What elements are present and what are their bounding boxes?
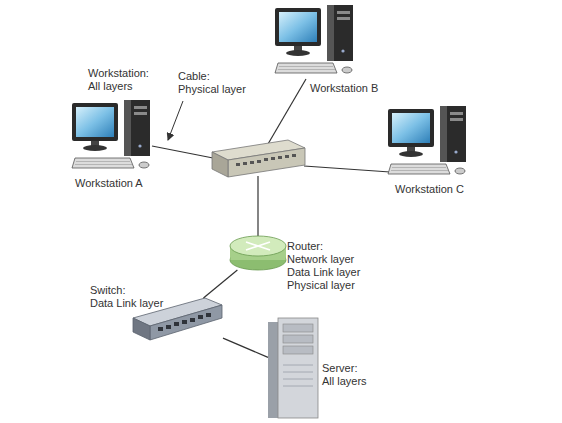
cable-line [304, 166, 390, 172]
workstation-icon [72, 100, 150, 168]
port [174, 322, 179, 326]
network-cable [223, 338, 268, 357]
port [182, 320, 187, 324]
port [190, 318, 195, 322]
hub-ports [236, 154, 296, 166]
server-front [278, 318, 318, 418]
device-label: Switch: [90, 284, 125, 297]
device-label: Workstation A [75, 177, 143, 190]
device-label: All layers [88, 80, 133, 93]
workstation-icon [275, 5, 353, 73]
hub-icon [212, 140, 305, 177]
port [250, 161, 254, 164]
port [285, 155, 289, 158]
port [166, 325, 171, 329]
switch-face [133, 318, 150, 340]
port [292, 154, 296, 157]
device-label: Router: [287, 240, 323, 253]
server-bay [283, 335, 313, 343]
hub-face [212, 152, 228, 177]
device-label: Workstation B [310, 82, 378, 95]
cable-line [152, 146, 213, 158]
workstation-node: Workstation B [275, 5, 357, 77]
device-label: All layers [322, 375, 367, 388]
device-label: Workstation C [395, 183, 464, 196]
server-vent [283, 372, 313, 373]
workstation-node: Workstation:All layersWorkstation A [72, 100, 154, 172]
router-arrows [246, 242, 270, 250]
workstation-icon [388, 106, 466, 174]
network-cable [203, 270, 237, 298]
cable-line [152, 79, 390, 236]
hub-face [228, 148, 305, 177]
port [198, 315, 203, 319]
layer-callout: Physical layer [178, 83, 246, 96]
port [158, 327, 163, 331]
server-vent [283, 379, 313, 380]
port [264, 158, 268, 161]
cable-line [268, 79, 306, 144]
router-arrow [246, 242, 270, 250]
server-bay [283, 324, 313, 332]
server-side [268, 322, 278, 418]
port [206, 313, 211, 317]
router-arrow [246, 242, 270, 250]
device-label: Workstation: [88, 67, 149, 80]
server-vent [283, 365, 313, 366]
device-label: Server: [322, 362, 357, 375]
router-top [230, 236, 286, 256]
leader-arrow [168, 101, 183, 140]
switch-face [150, 305, 222, 340]
device-label: Data Link layer [90, 297, 163, 310]
layer-callout: Cable: [178, 70, 210, 83]
switch-ports [158, 313, 211, 331]
cable-line [257, 176, 258, 236]
device-label: Network layer Data Link layer Physical l… [287, 253, 371, 292]
port [236, 163, 240, 166]
router-icon [230, 236, 286, 270]
server-vent [283, 386, 313, 387]
switch-node: Switch:Data Link layer [133, 298, 223, 340]
workstation-node: Workstation C [388, 106, 470, 178]
server-icon [268, 318, 318, 418]
server-bay [283, 346, 313, 354]
port [243, 162, 247, 165]
port [257, 160, 261, 163]
router-node: Router:Network layer Data Link layer Phy… [230, 236, 286, 270]
server-node: Server:All layers [268, 318, 318, 418]
port [271, 157, 275, 160]
port [278, 156, 282, 159]
